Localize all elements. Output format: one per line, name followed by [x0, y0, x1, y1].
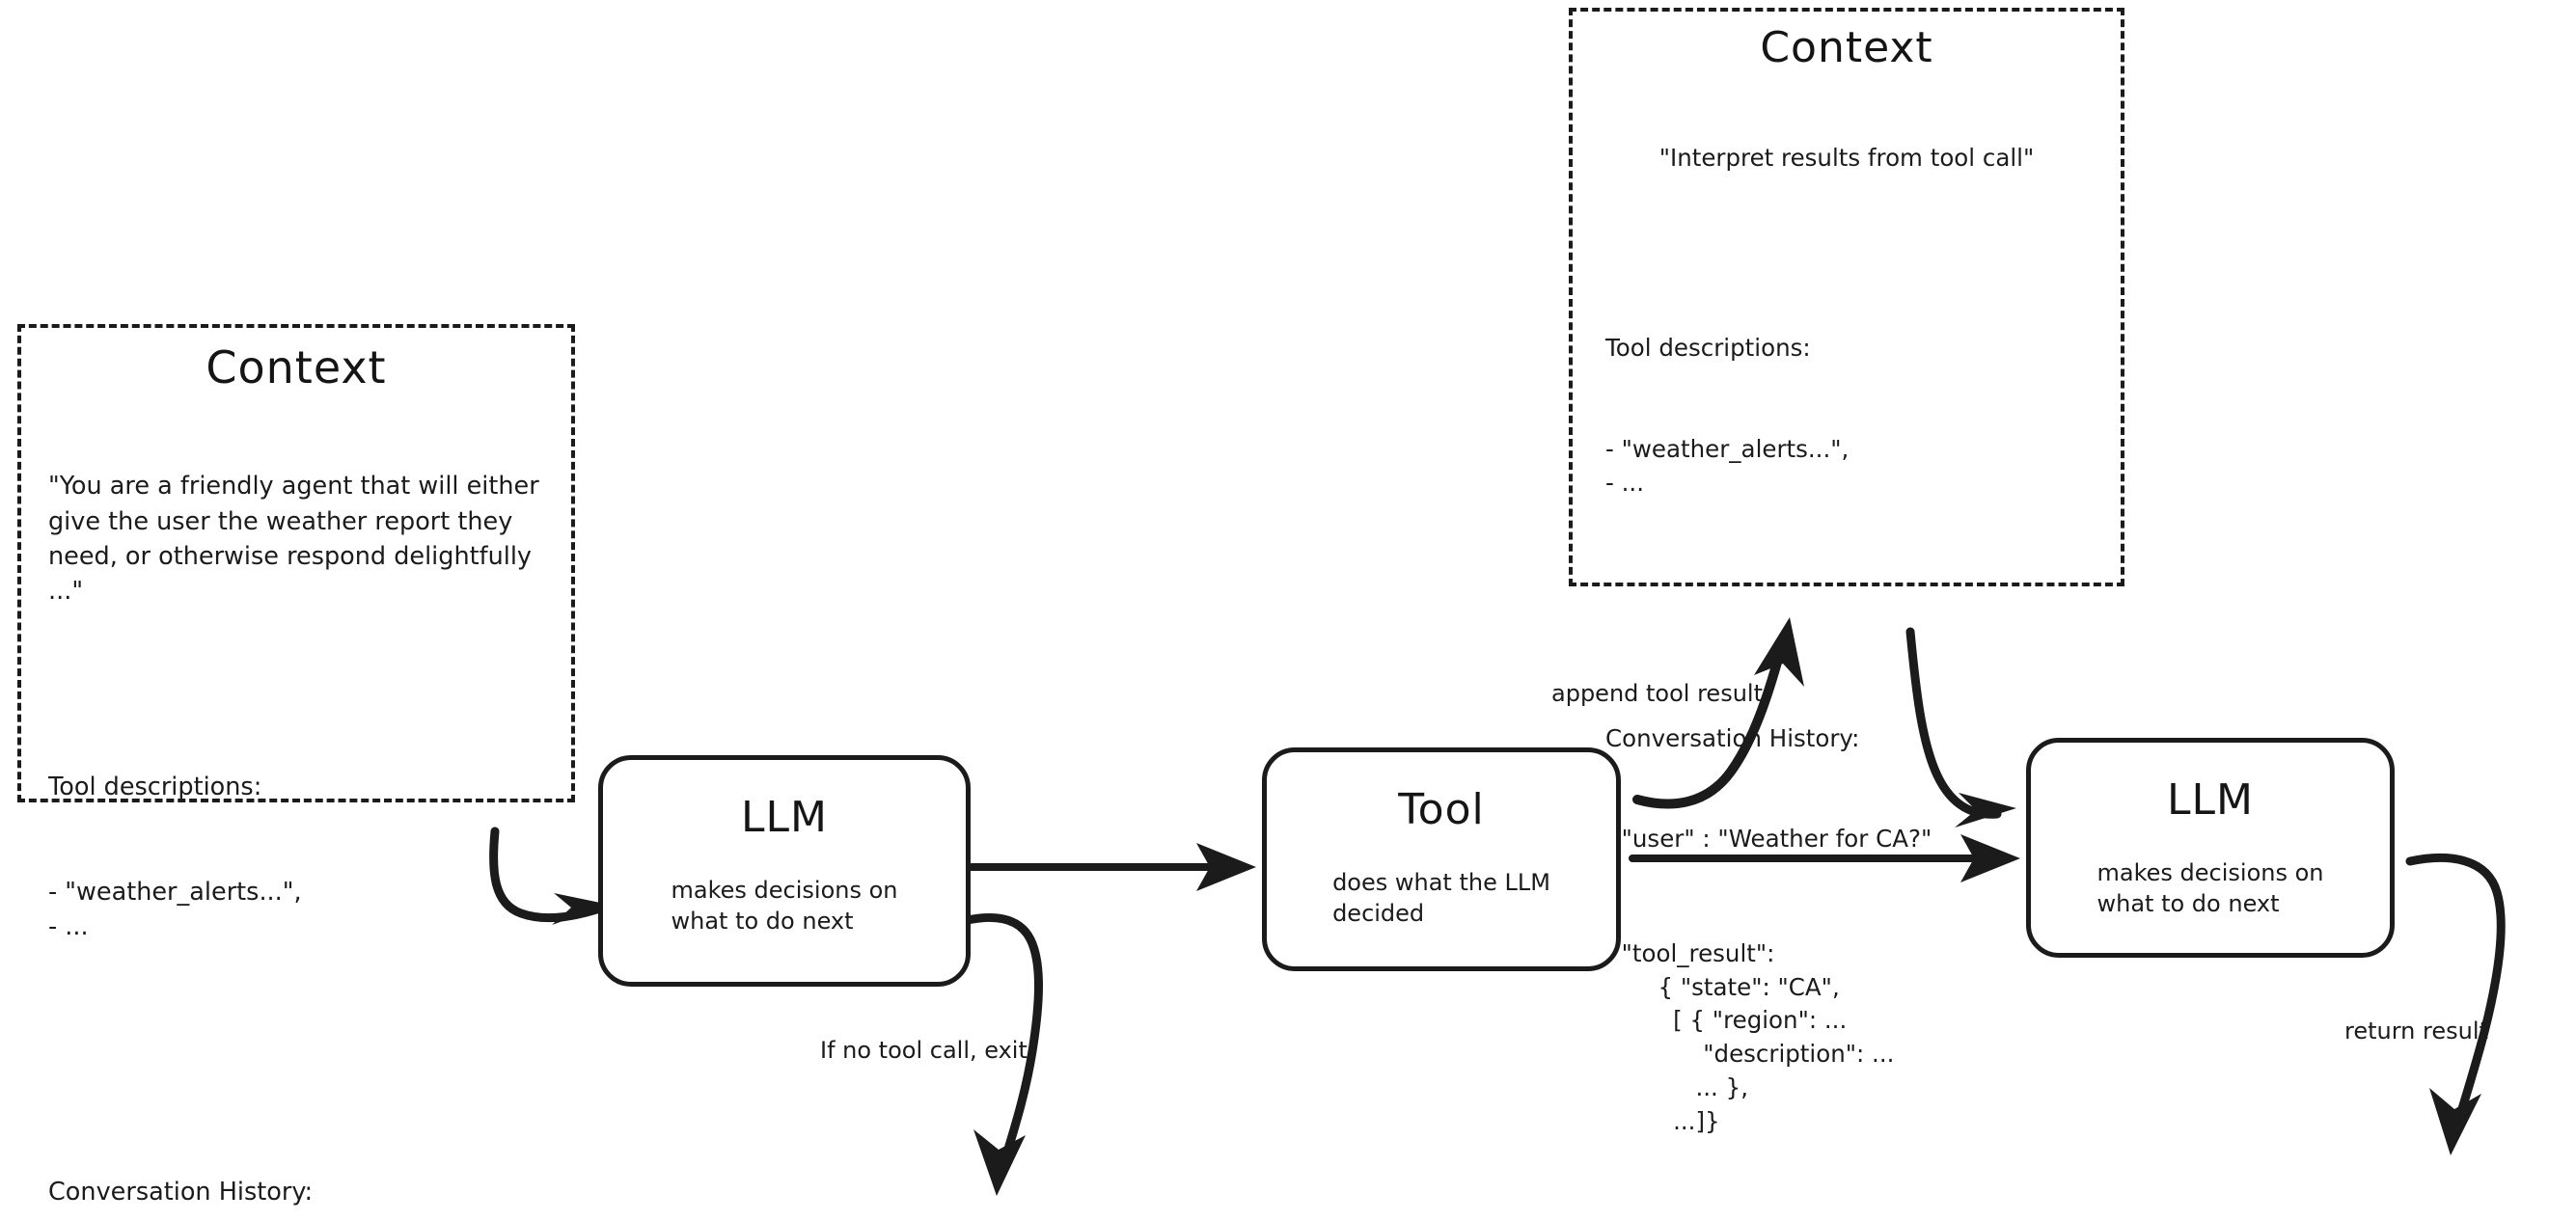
conversation-history-header: Conversation History: [48, 1178, 314, 1207]
node-llm-first-title: LLM [741, 793, 828, 842]
conversation-history-block-2: Conversation History: - "user" : "Weathe… [1605, 656, 2088, 1207]
node-llm-second[interactable]: LLM makes decisions on what to do next [2026, 738, 2395, 958]
context-panel-initial: Context "You are a friendly agent that w… [17, 324, 575, 1207]
edge-label-exit: If no tool call, exit [820, 1037, 1028, 1064]
node-tool-subtitle: does what the LLM decided [1332, 869, 1550, 928]
edge-label-append-tool-result: append tool result [1551, 680, 1763, 707]
node-llm-second-title: LLM [2167, 775, 2254, 825]
system-prompt-text: "You are a friendly agent that will eith… [48, 472, 547, 607]
tool-descriptions-block: Tool descriptions: - "weather_alerts..."… [48, 700, 544, 1015]
context-panel-after-tool: Context "Interpret results from tool cal… [1569, 8, 2124, 1135]
context-panel-initial-body: "You are a friendly agent that will eith… [21, 399, 571, 1221]
context-panel-initial-title: Context [206, 341, 387, 393]
tool-descriptions-block-2: Tool descriptions: - "weather_alerts..."… [1605, 265, 2088, 567]
node-llm-second-subtitle: makes decisions on what to do next [2096, 859, 2324, 918]
tool-descriptions-header-2: Tool descriptions: [1605, 334, 1811, 363]
conversation-history-header-2: Conversation History: [1605, 724, 1860, 753]
tool-descriptions-header: Tool descriptions: [48, 773, 262, 802]
node-tool-title: Tool [1398, 785, 1485, 834]
arrow-llm1-to-tool [968, 843, 1256, 891]
interpret-prompt-text: "Interpret results from tool call" [1658, 143, 2035, 172]
node-llm-first-subtitle: makes decisions on what to do next [671, 877, 898, 936]
node-llm-first[interactable]: LLM makes decisions on what to do next [598, 755, 971, 987]
context-panel-after-tool-body: "Interpret results from tool call" Tool … [1573, 74, 2121, 1221]
arrow-llm2-return [2405, 853, 2506, 1155]
edge-label-return-result: return result [2344, 1018, 2488, 1045]
tool-descriptions-items: - "weather_alerts...", - ... [48, 877, 302, 941]
tool-descriptions-items-2: - "weather_alerts...", - ... [1605, 434, 1850, 497]
node-tool[interactable]: Tool does what the LLM decided [1262, 747, 1621, 971]
conversation-history-block: Conversation History: - "user" : "Weathe… [48, 1105, 544, 1221]
tool-result-json: - "tool_result": { "state": "CA", [ { "r… [1605, 938, 1895, 1135]
context-panel-after-tool-title: Context [1760, 23, 1933, 72]
conversation-history-user-2: - "user" : "Weather for CA?" [1605, 825, 1932, 854]
